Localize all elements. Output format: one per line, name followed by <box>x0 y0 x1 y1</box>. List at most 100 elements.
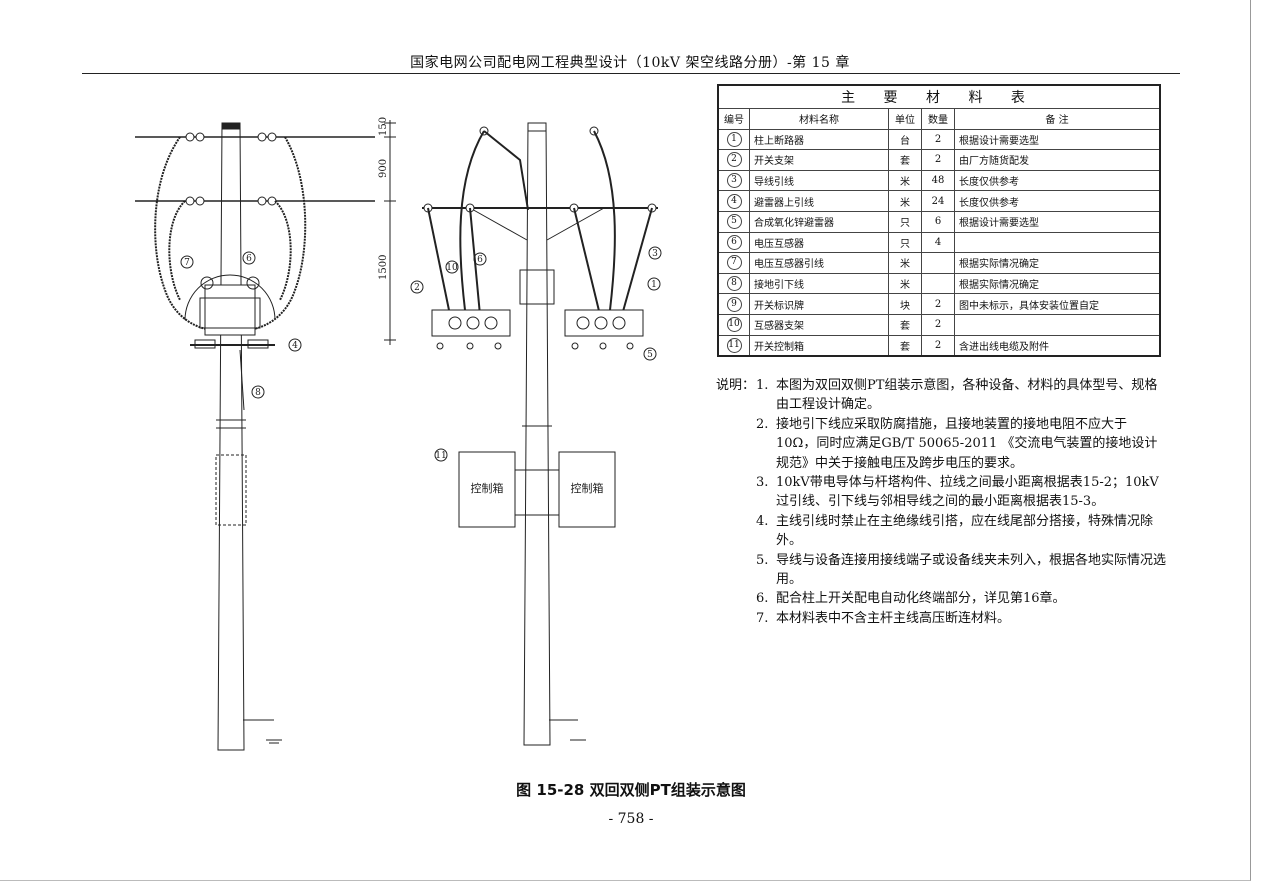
dimension-900: 900 <box>378 159 389 178</box>
pole-cap <box>221 122 241 130</box>
insulators <box>185 132 277 206</box>
note-text: 本材料表中不含主杆主线高压断连材料。 <box>776 610 1011 626</box>
left-switch <box>431 309 511 337</box>
table-title: 主 要 材 料 表 <box>717 84 1161 109</box>
callout-10: 10 <box>446 263 458 273</box>
voltage-transformer <box>200 276 214 290</box>
row-unit: 米 <box>888 190 922 212</box>
note-text: 配合柱上开关配电自动化终端部分，详见第16章。 <box>776 591 1066 607</box>
lead-wire <box>483 130 529 211</box>
control-box-right <box>558 451 616 528</box>
figure-caption: 图 15-28 双回双侧PT组装示意图 <box>516 781 746 799</box>
row-no: 2 <box>717 149 750 171</box>
row-no-circle: 5 <box>726 214 742 230</box>
row-no-circle: 7 <box>726 255 742 271</box>
row-no-circle: 9 <box>726 296 742 312</box>
row-qty <box>921 252 955 274</box>
lead-wire <box>427 207 451 316</box>
col-no: 编号 <box>717 108 750 130</box>
note-item: 说明：1. 本图为双回双侧PT组装示意图，各种设备、材料的具体型号、规格由工程设计… <box>716 376 1166 415</box>
row-qty: 2 <box>921 293 955 315</box>
table-header: 编号 材料名称 单位 数量 备 注 <box>717 108 1161 130</box>
switch-bushings <box>448 316 626 330</box>
row-name: 避雷器上引线 <box>749 190 889 212</box>
row-no: 9 <box>717 293 750 315</box>
note-number: 5. <box>756 552 769 568</box>
note-item: 4.主线引线时禁止在主绝缘线引搭，应在线尾部分搭接，特殊情况除外。 <box>716 512 1166 551</box>
row-no: 6 <box>717 231 750 254</box>
row-unit: 台 <box>888 128 922 151</box>
ground-lead <box>239 349 245 411</box>
row-qty <box>921 272 955 295</box>
note-text: 本图为双回双侧PT组装示意图，各种设备、材料的具体型号、规格由工程设计确定。 <box>776 378 1158 413</box>
note-item: 3. 10kV带电导体与杆塔构件、拉线之间最小距离根据表15-2；10kV过引线、… <box>716 473 1166 512</box>
right-callouts: 10 6 3 2 1 5 11 <box>410 246 662 462</box>
note-item: 7. 本材料表中不含主杆主线高压断连材料。 <box>716 609 1166 628</box>
page-frame <box>0 0 1251 881</box>
row-note: 根据设计需要选型 <box>954 210 1161 233</box>
callout-3: 3 <box>652 249 658 259</box>
note-number: 2. <box>756 416 769 432</box>
note-item: 6. 配合柱上开关配电自动化终端部分，详见第16章。 <box>716 589 1166 608</box>
pole-cap <box>527 122 547 132</box>
control-box-label: 控制箱 <box>571 481 604 495</box>
left-pole <box>217 122 245 751</box>
notes-prefix: 说明： <box>716 378 756 393</box>
row-no: 8 <box>717 272 750 295</box>
right-view: 控制箱 控制箱 10 6 3 2 1 5 11 <box>410 122 662 746</box>
row-no-circle: 10 <box>726 317 742 333</box>
row-no: 11 <box>717 334 750 357</box>
note-number: 6. <box>756 591 769 607</box>
col-qty: 数量 <box>921 108 955 130</box>
lead-wire <box>573 207 601 316</box>
note-number: 3. <box>756 475 769 491</box>
note-indent <box>716 415 756 473</box>
row-name: 电压互感器引线 <box>749 252 889 274</box>
note-text: 10kV带电导体与杆塔构件、拉线之间最小距离根据表15-2；10kV过引线、引下… <box>776 475 1159 510</box>
row-note: 图中未标示，具体安装位置自定 <box>954 293 1161 315</box>
row-unit: 只 <box>888 210 922 233</box>
row-qty: 2 <box>921 313 955 336</box>
pt-bracket <box>519 269 555 305</box>
callout-4: 4 <box>292 341 298 351</box>
right-switch <box>564 309 644 337</box>
arresters <box>436 342 634 350</box>
lead-wire <box>244 136 307 331</box>
voltage-transformer <box>246 276 260 290</box>
right-pole <box>523 122 551 746</box>
row-note <box>954 231 1161 254</box>
notes-section: 说明：1. 本图为双回双侧PT组装示意图，各种设备、材料的具体型号、规格由工程设计… <box>716 376 1166 628</box>
row-unit: 套 <box>888 313 922 336</box>
control-box-left <box>458 451 516 528</box>
row-no: 1 <box>717 128 750 151</box>
note-number: 7. <box>756 610 769 626</box>
control-box-label: 控制箱 <box>471 481 504 495</box>
row-no: 3 <box>717 169 750 192</box>
row-name: 开关标识牌 <box>749 293 889 315</box>
note-number: 1. <box>756 378 769 393</box>
row-no-circle: 1 <box>726 131 742 147</box>
header-divider <box>82 73 1180 74</box>
row-name: 导线引线 <box>749 169 889 192</box>
callout-8: 8 <box>255 388 261 398</box>
callout-6: 6 <box>477 255 483 265</box>
row-note: 长度仅供参考 <box>954 169 1161 192</box>
row-no-circle: 2 <box>726 152 742 168</box>
note-indent <box>716 609 756 628</box>
row-note: 由厂方随货配发 <box>954 149 1161 171</box>
row-no: 4 <box>717 190 750 212</box>
row-name: 电压互感器 <box>749 231 889 254</box>
col-unit: 单位 <box>888 108 922 130</box>
row-no-circle: 4 <box>726 193 742 209</box>
callout-1: 1 <box>651 280 657 290</box>
callout-6: 6 <box>246 254 252 264</box>
row-qty: 24 <box>921 190 955 212</box>
row-note: 长度仅供参考 <box>954 190 1161 212</box>
col-name: 材料名称 <box>749 108 889 130</box>
